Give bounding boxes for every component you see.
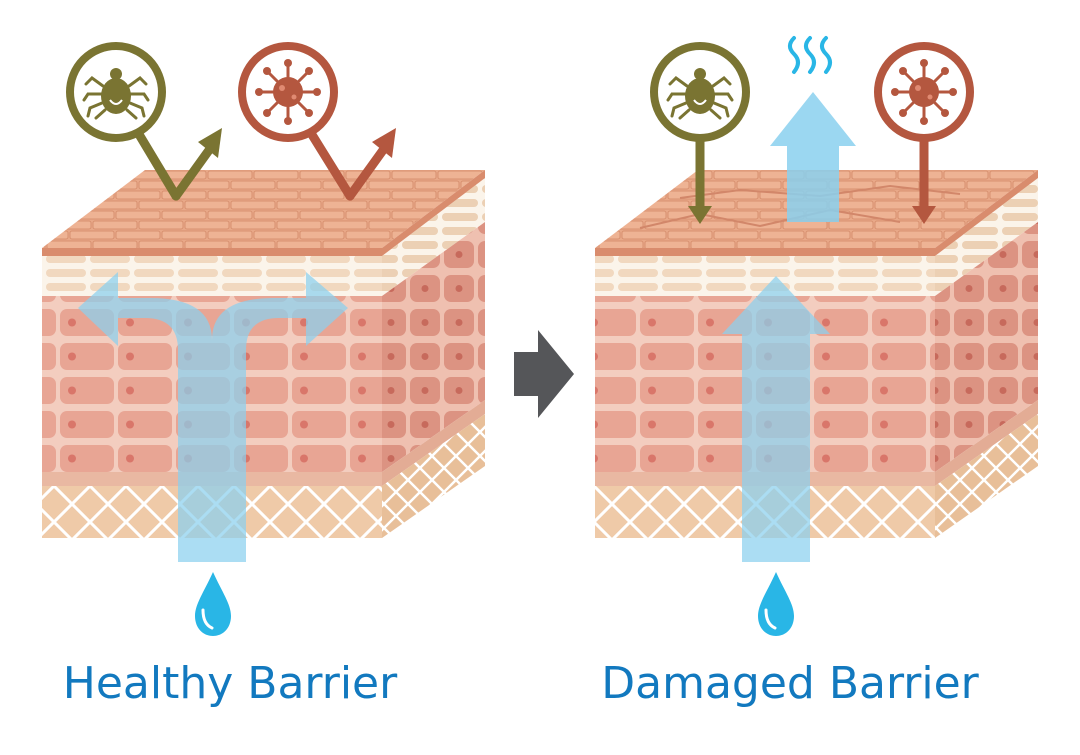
virus-icon (891, 59, 957, 125)
evaporation-waves-icon (788, 36, 832, 74)
healthy-barrier-caption: Healthy Barrier (62, 658, 398, 709)
stratum-corneum-layer (42, 256, 382, 296)
penetrate-arrowhead (688, 206, 712, 224)
penetrate-arrowhead (912, 206, 936, 224)
virus-pathogen-healthy (238, 42, 396, 201)
virus-icon (255, 59, 321, 125)
mite-icon (666, 68, 734, 120)
water-retention-arrow (78, 272, 348, 562)
water-loss-arrow (722, 276, 830, 562)
mite-icon (82, 68, 150, 120)
damaged-skin-cube (595, 170, 1038, 538)
healthy-skin-cube (42, 170, 485, 538)
damaged-barrier-caption: Damaged Barrier (601, 658, 979, 709)
deflect-arrowhead (372, 128, 396, 158)
virus-pathogen-damaged (874, 42, 974, 224)
transition-arrow-icon (514, 330, 574, 418)
epidermis-surface (42, 170, 485, 248)
deflect-arrowhead (198, 128, 222, 158)
mite-allergen-healthy (66, 42, 222, 201)
water-drop-icon (195, 572, 231, 636)
water-evaporation-arrow (770, 92, 856, 222)
water-drop-icon (758, 572, 794, 636)
mite-allergen-damaged (650, 42, 750, 224)
